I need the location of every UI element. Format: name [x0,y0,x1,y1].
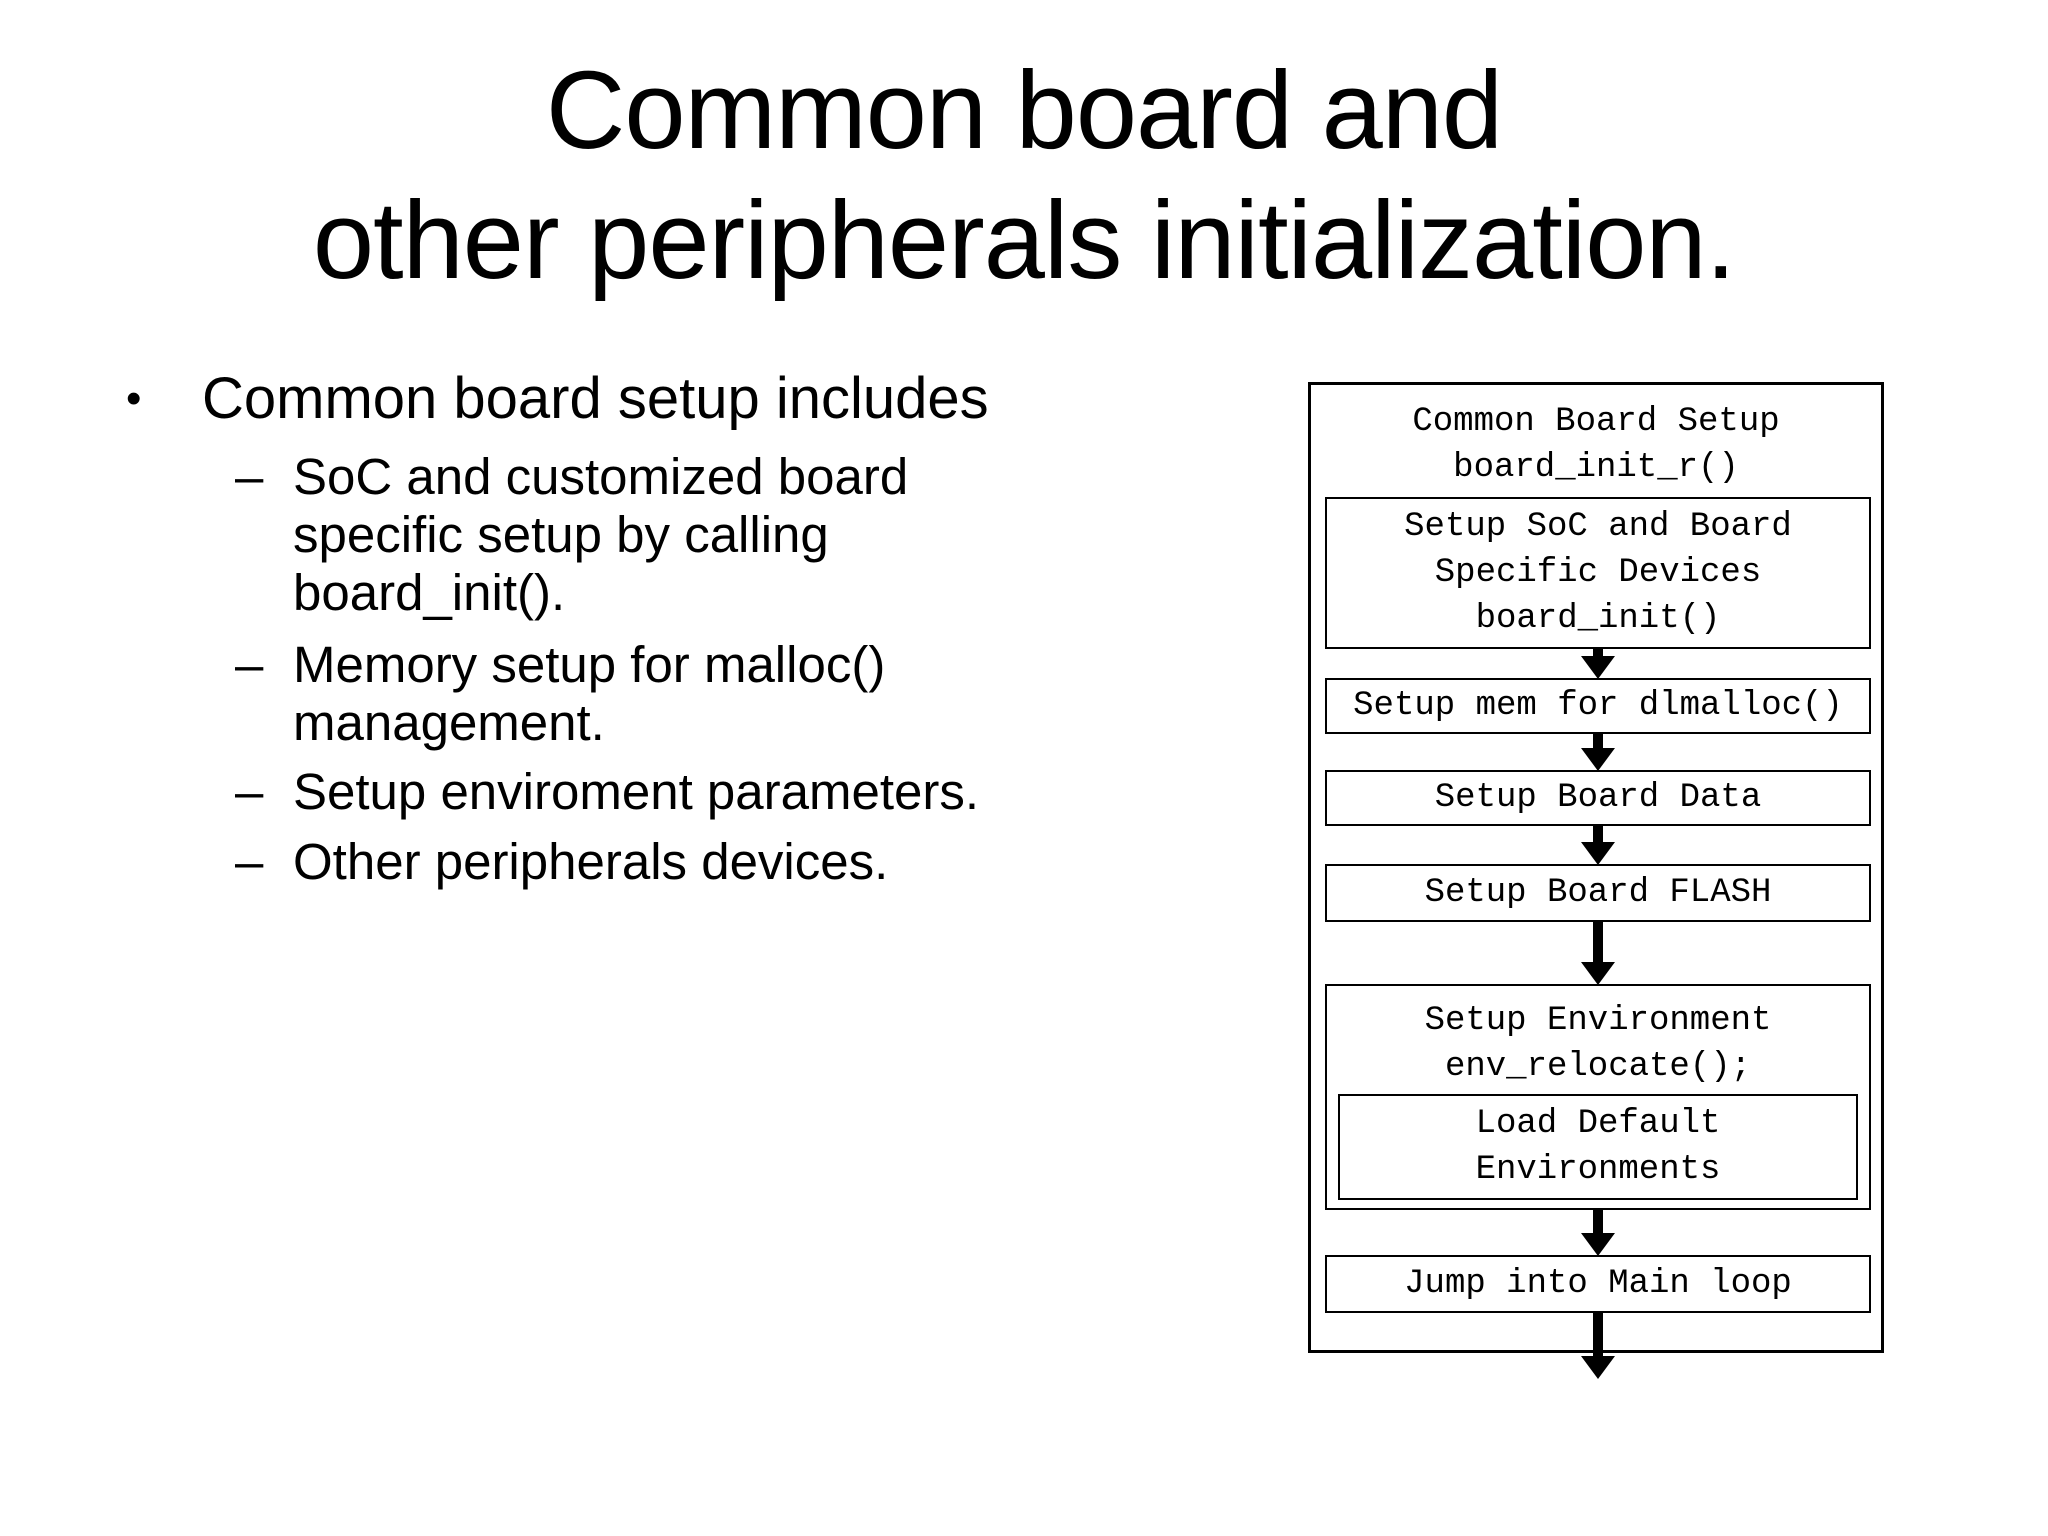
bullet-line: board_init(). [293,564,566,621]
flow-step-line: Specific Devices [1434,554,1762,592]
arrow-stem [1593,826,1603,849]
flow-step-line: Load Default [1475,1105,1721,1143]
flow-step-line: Jump into Main loop [1404,1265,1792,1303]
arrow-stem [1593,1210,1603,1240]
flow-step-line: Setup Board FLASH [1424,874,1772,912]
flow-step-setup-environment: Setup Environment env_relocate(); Load D… [1325,984,1871,1210]
flow-step-setup-board-flash: Setup Board FLASH [1325,864,1871,922]
bullet-sub-peripherals-lines: Other peripherals devices. [293,833,888,891]
flow-step-setup-soc-board: Setup SoC and Board Specific Devices boa… [1325,497,1871,649]
title-line-2: other peripherals initialization. [312,179,1736,302]
bullet-icon: • [126,374,142,423]
flow-step-load-default-environments: Load Default Environments [1338,1094,1858,1200]
bullet-line: Other peripherals devices. [293,833,889,890]
flow-step-setup-board-data: Setup Board Data [1325,770,1871,826]
bullet-sub-memory-lines: Memory setup for malloc() management. [293,636,885,752]
down-arrow-icon [1580,734,1616,771]
flow-step-line: env_relocate(); [1444,1048,1752,1086]
bullet-line: Memory setup for malloc() [293,636,886,693]
flow-step-line: Environments [1475,1151,1721,1189]
arrow-stem [1593,734,1603,755]
bullet-sub-memory: – Memory setup for malloc() management. [235,636,885,752]
arrow-head [1581,1233,1615,1256]
arrow-stem [1593,1313,1603,1363]
bullet-line: specific setup by calling [293,506,829,563]
arrow-head [1581,748,1615,771]
flowchart-header-line: board_init_r() [1453,449,1739,487]
flow-step-line: Setup Board Data [1434,779,1762,817]
dash-icon: – [235,833,264,890]
bullet-sub-soc-lines: SoC and customized board specific setup … [293,448,908,622]
arrow-head [1581,1356,1615,1379]
title-line-1: Common board and [545,49,1503,172]
flow-step-setup-mem-dlmalloc: Setup mem for dlmalloc() [1325,678,1871,734]
down-arrow-icon [1580,826,1616,865]
flow-step-line: Setup SoC and Board [1404,508,1792,546]
flow-step-line: board_init() [1475,600,1721,638]
flow-step-jump-main-loop: Jump into Main loop [1325,1255,1871,1313]
down-arrow-icon [1580,1210,1616,1256]
page-title: Common board and other peripherals initi… [0,46,2048,306]
flowchart-header-line: Common Board Setup [1412,403,1780,441]
down-arrow-exit-icon [1580,1313,1616,1379]
arrow-head [1581,842,1615,865]
bullet-main-text: Common board setup includes [202,366,989,431]
down-arrow-icon [1580,649,1616,679]
dash-icon: – [235,763,264,820]
flowchart-header: Common Board Setup board_init_r() [1311,399,1881,491]
flow-step-line: Setup Environment [1424,1002,1772,1040]
bullet-sub-environment-lines: Setup enviroment parameters. [293,763,979,821]
bullet-sub-peripherals: – Other peripherals devices. [235,833,888,891]
bullet-line: Setup enviroment parameters. [293,763,980,820]
bullet-main: • Common board setup includes [126,366,989,432]
dash-icon: – [235,636,264,693]
bullet-line: SoC and customized board [293,448,909,505]
bullet-sub-environment: – Setup enviroment parameters. [235,763,979,821]
bullet-sub-soc: – SoC and customized board specific setu… [235,448,908,622]
arrow-head [1581,962,1615,985]
bullet-line: management. [293,694,605,751]
arrow-stem [1593,922,1603,969]
flowchart: Common Board Setup board_init_r() Setup … [1308,382,1884,1379]
dash-icon: – [235,448,264,505]
flow-step-line: Setup mem for dlmalloc() [1353,687,1843,725]
down-arrow-icon [1580,922,1616,985]
arrow-head [1581,656,1615,679]
